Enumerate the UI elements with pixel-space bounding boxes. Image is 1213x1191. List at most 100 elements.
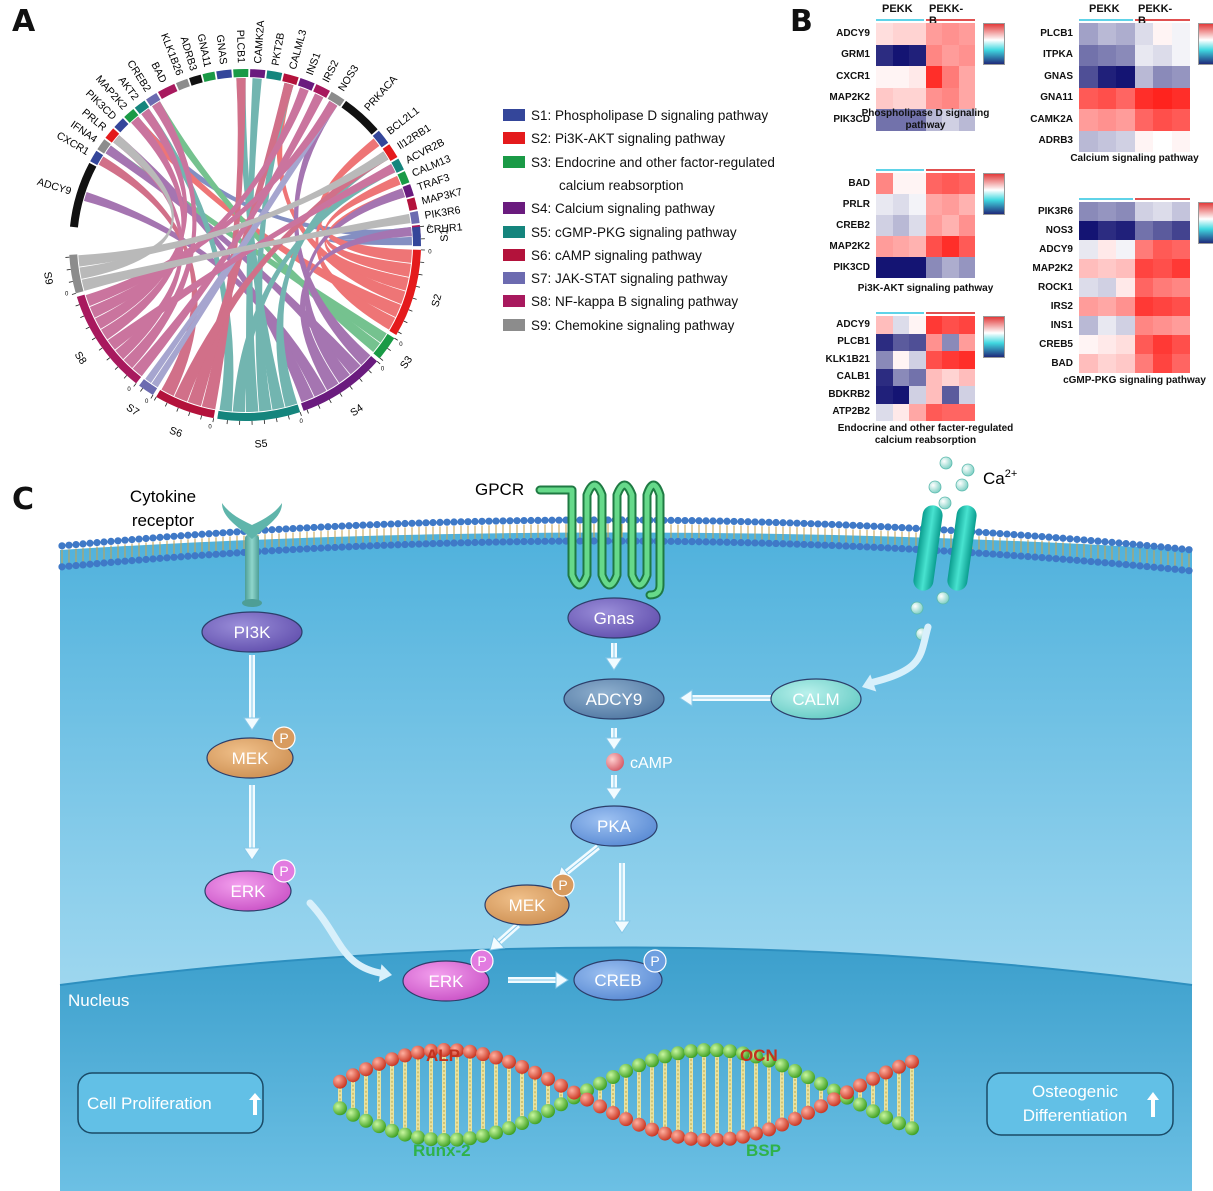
- heatmap-cell: [1116, 23, 1135, 45]
- legend-swatch: [503, 155, 525, 168]
- heatmap-cell: [925, 44, 942, 66]
- arrow-ca-calm: [862, 623, 932, 692]
- heatmap-title: cGMP-PKG signaling pathway: [1063, 375, 1206, 386]
- gene-arc: [233, 69, 249, 78]
- legend-item: S4: Calcium signaling pathway: [503, 201, 715, 216]
- gene-runx2-label: Runx-2: [413, 1141, 471, 1160]
- heatmap-cell: [892, 66, 909, 88]
- heatmap-cell: [909, 194, 926, 215]
- heatmap-cell: [925, 316, 942, 334]
- heatmap-title: Endocrine and other facter-regulated cal…: [837, 423, 1014, 446]
- heatmap-gene-label: KLK1B21: [825, 353, 870, 365]
- heatmap-cell: [1097, 23, 1116, 45]
- gene-arc: [297, 77, 315, 91]
- heatmap-cell: [1079, 87, 1098, 109]
- calcium-channel: [913, 505, 977, 591]
- heatmap-cell: [942, 351, 959, 369]
- legend-label: S1: Phospholipase D signaling pathway: [531, 108, 769, 123]
- sector-label-s2: S2: [429, 293, 444, 309]
- gene-label: CAMK2A: [252, 20, 267, 64]
- group-bar-pekk: [1079, 19, 1133, 21]
- heatmap-cell: [876, 44, 893, 66]
- heatmap-cell: [942, 215, 959, 236]
- phospho-badge: P: [470, 949, 494, 973]
- heatmap-gene-label: GRM1: [841, 49, 870, 61]
- heatmap-color-scale: [983, 173, 1005, 215]
- heatmap-gene-label: ADRB3: [1038, 135, 1073, 147]
- heatmap-cell: [958, 173, 975, 194]
- calm-node-label: CALM: [792, 690, 839, 709]
- legend-item: S1: Phospholipase D signaling pathway: [503, 108, 768, 123]
- camp-label: cAMP: [630, 755, 673, 772]
- legend-swatch: [503, 109, 525, 121]
- sector-label-s9: S9: [41, 271, 55, 286]
- panel-label-b: B: [790, 4, 813, 39]
- heatmap-cell: [1116, 354, 1135, 373]
- heatmap-cell: [1153, 335, 1172, 354]
- sector-tick-label: 0: [127, 387, 131, 393]
- heatmap-cell: [925, 194, 942, 215]
- osteogenic-label: Osteogenic: [1032, 1082, 1118, 1101]
- group-bar-pekk: [1079, 198, 1133, 200]
- legend-label: S8: NF-kappa B signaling pathway: [531, 294, 739, 310]
- heatmap-gene-label: MAP2K2: [1032, 262, 1073, 274]
- sector-label-s4: S4: [348, 402, 365, 419]
- heatmap-cell: [1171, 202, 1190, 221]
- heatmap-cell: [1134, 278, 1153, 297]
- arrow-adcy9-camp: [605, 728, 623, 751]
- group-label: PEKK: [1089, 3, 1120, 15]
- sector-arc-s1: [412, 226, 421, 247]
- heatmap-cell: [942, 368, 959, 386]
- heatmap-cell: [958, 403, 975, 421]
- heatmap-cell: [909, 386, 926, 404]
- heatmap-cell: [1134, 44, 1153, 66]
- cytokine-receptor: [222, 503, 282, 607]
- gene-label: PIK3R6: [424, 204, 462, 222]
- gene-label: GNAS: [214, 34, 230, 65]
- arrow-camp-pka: [605, 775, 623, 801]
- dna-helix: [333, 1043, 919, 1147]
- heatmap-cell: [1171, 316, 1190, 335]
- sector-arc-s9: [69, 254, 84, 294]
- heatmap-cell: [909, 333, 926, 351]
- heatmap-cell: [1134, 23, 1153, 45]
- heatmap-cell: [958, 87, 975, 109]
- heatmap-cell: [958, 351, 975, 369]
- chord-diagram: ADCY9CXCR1IFNA4PRLRPIK3CDMAP2K2AKT2CREB2…: [36, 20, 464, 450]
- gene-label: ADCY9: [36, 176, 73, 198]
- heatmap-cell: [1134, 240, 1153, 259]
- heatmap-cell: [1079, 335, 1098, 354]
- gene-arc: [146, 92, 161, 107]
- heatmap-gene-label: CXCR1: [836, 70, 870, 82]
- heatmap-gene-label: ATP2B2: [832, 406, 870, 418]
- heatmap-cell: [876, 215, 893, 236]
- up-arrow-icon: [249, 1093, 261, 1115]
- heatmap-cell: [958, 368, 975, 386]
- heatmap-gene-label: CREB2: [836, 219, 870, 231]
- heatmap-cell: [942, 44, 959, 66]
- heatmap-cell: [909, 368, 926, 386]
- heatmap-cell: [892, 333, 909, 351]
- heatmap-cell: [892, 236, 909, 257]
- cell-membrane: [58, 516, 1193, 575]
- heatmap-cell: [1116, 221, 1135, 240]
- gene-label: BAD: [148, 60, 169, 85]
- heatmap-gene-label: NOS3: [1045, 224, 1073, 236]
- gene-arc: [90, 150, 104, 166]
- heatmap-cell: [942, 333, 959, 351]
- erk2-node: ERK: [402, 960, 490, 1002]
- heatmap-gene-label: ITPKA: [1043, 49, 1073, 61]
- heatmap-cell: [1079, 316, 1098, 335]
- heatmap-cell: [1153, 130, 1172, 152]
- heatmap-cell: [925, 257, 942, 278]
- phospho-label: P: [279, 730, 288, 746]
- group-label: PEKK: [882, 3, 913, 15]
- heatmap-cell: [1153, 221, 1172, 240]
- heatmap-cell: [876, 23, 893, 45]
- heatmap-gene-label: PIK3R6: [1037, 205, 1073, 217]
- heatmap-cell: [909, 87, 926, 109]
- adcy9-node-label: ADCY9: [586, 690, 643, 709]
- calcium-ion: [910, 601, 924, 615]
- group-bar-pekk: [876, 19, 924, 21]
